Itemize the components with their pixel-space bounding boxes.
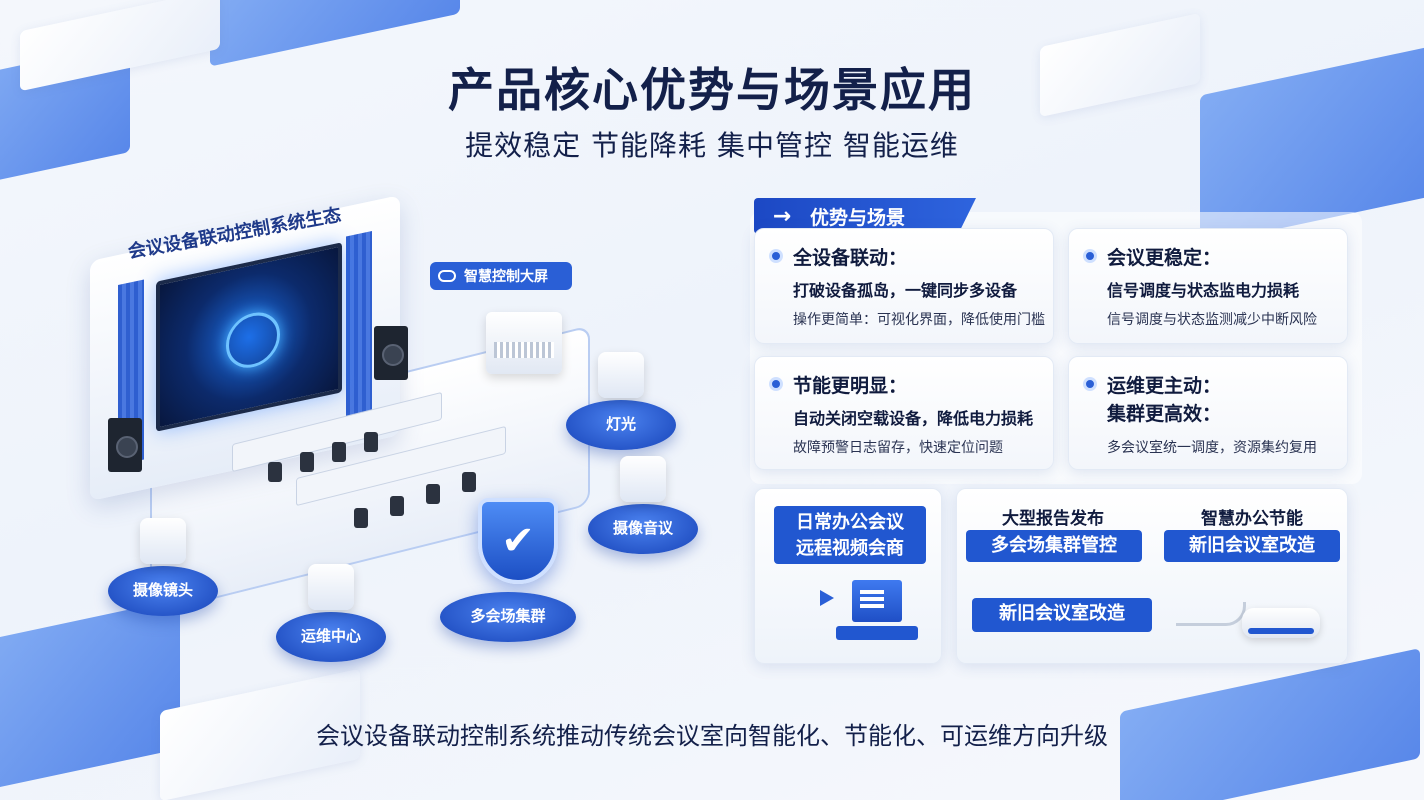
card-line: 故障预警日志留存，快速定位问题 xyxy=(793,440,1003,456)
scenario-smart-head: 智慧办公节能 xyxy=(1201,509,1303,529)
scenario-daily-line1: 日常办公会议 xyxy=(796,512,904,533)
audio-level-icon xyxy=(140,518,186,564)
monitor-base xyxy=(836,626,918,640)
scenario-daily-line2: 远程视频会商 xyxy=(796,538,904,559)
shield-check-icon: ✔ xyxy=(478,498,558,584)
camera-icon xyxy=(620,456,666,502)
scenario-smart-btn[interactable]: 新旧会议室改造 xyxy=(1164,530,1340,562)
chair-icon xyxy=(364,432,378,452)
smart-screen-tag: 智慧控制大屏 xyxy=(430,262,572,290)
node-camera-left[interactable]: 摄像镜头 xyxy=(108,518,218,616)
page-title: 产品核心优势与场景应用 xyxy=(448,63,976,117)
node-ops-center[interactable]: 运维中心 xyxy=(276,564,386,662)
card-title: 节能更明显： xyxy=(793,375,908,397)
scenario-renovate-btn[interactable]: 新旧会议室改造 xyxy=(972,598,1152,632)
card-title: 运维更主动： xyxy=(1107,375,1222,397)
card-line: 打破设备孤岛，一键同步多设备 xyxy=(793,281,1018,300)
remote-control-icon xyxy=(1242,608,1320,638)
location-pin-icon xyxy=(1083,377,1097,391)
air-conditioner-icon xyxy=(486,312,562,374)
card-line: 操作更简单：可视化界面，降低使用门槛 xyxy=(793,312,1045,328)
advantage-card-energy: 节能更明显： 自动关闭空载设备，降低电力损耗 故障预警日志留存，快速定位问题 xyxy=(754,356,1054,470)
document-icon xyxy=(308,564,354,610)
speaker-icon xyxy=(374,326,408,380)
scenario-daily-label[interactable]: 日常办公会议 远程视频会商 xyxy=(774,506,926,564)
card-title: 会议更稳定： xyxy=(1107,247,1222,269)
arrow-right-icon: → xyxy=(772,203,792,229)
scenario-report-head: 大型报告发布 xyxy=(1002,509,1104,529)
node-camera-right[interactable]: 摄像音议 xyxy=(588,456,698,554)
speaker-icon xyxy=(108,418,142,472)
signal-icon xyxy=(438,270,456,282)
chair-icon xyxy=(390,496,404,516)
advantage-card-stable: 会议更稳定： 信号调度与状态监电力损耗 信号调度与状态监测减少中断风险 xyxy=(1068,228,1348,344)
card-line: 信号调度与状态监测减少中断风险 xyxy=(1107,312,1317,328)
chair-icon xyxy=(462,472,476,492)
monitor-icon xyxy=(852,580,902,622)
node-light[interactable]: 灯光 xyxy=(566,352,676,450)
page-subtitle: 提效稳定 节能降耗 集中管控 智能运维 xyxy=(465,129,959,162)
location-pin-icon xyxy=(769,377,783,391)
cable-icon xyxy=(1176,602,1246,626)
location-pin-icon xyxy=(769,249,783,263)
smart-screen-tag-label: 智慧控制大屏 xyxy=(464,269,548,285)
card-line: 多会议室统一调度，资源集约复用 xyxy=(1107,440,1317,456)
screen-ring-icon xyxy=(226,307,280,373)
curtain-right xyxy=(346,231,372,417)
chair-icon xyxy=(300,452,314,472)
chair-icon xyxy=(354,508,368,528)
advantage-card-linkage: 全设备联动： 打破设备孤岛，一键同步多设备 操作更简单：可视化界面，降低使用门槛 xyxy=(754,228,1054,344)
play-icon xyxy=(820,590,834,606)
location-pin-icon xyxy=(1083,249,1097,263)
node-cluster[interactable]: 多会场集群 xyxy=(440,592,576,642)
chair-icon xyxy=(268,462,282,482)
chair-icon xyxy=(426,484,440,504)
footer-text: 会议设备联动控制系统推动传统会议室向智能化、节能化、可运维方向升级 xyxy=(316,722,1108,750)
bg-tile xyxy=(0,598,180,792)
card-line: 自动关闭空载设备，降低电力损耗 xyxy=(793,409,1034,428)
card-title: 集群更高效： xyxy=(1107,403,1222,425)
chair-icon xyxy=(332,442,346,462)
card-line: 信号调度与状态监电力损耗 xyxy=(1107,281,1300,300)
advantages-tab-label: 优势与场景 xyxy=(810,206,906,229)
scenario-report-btn[interactable]: 多会场集群管控 xyxy=(966,530,1142,562)
card-title: 全设备联动： xyxy=(793,247,908,269)
advantage-card-ops: 运维更主动： 集群更高效： 多会议室统一调度，资源集约复用 xyxy=(1068,356,1348,470)
camera-icon xyxy=(598,352,644,398)
